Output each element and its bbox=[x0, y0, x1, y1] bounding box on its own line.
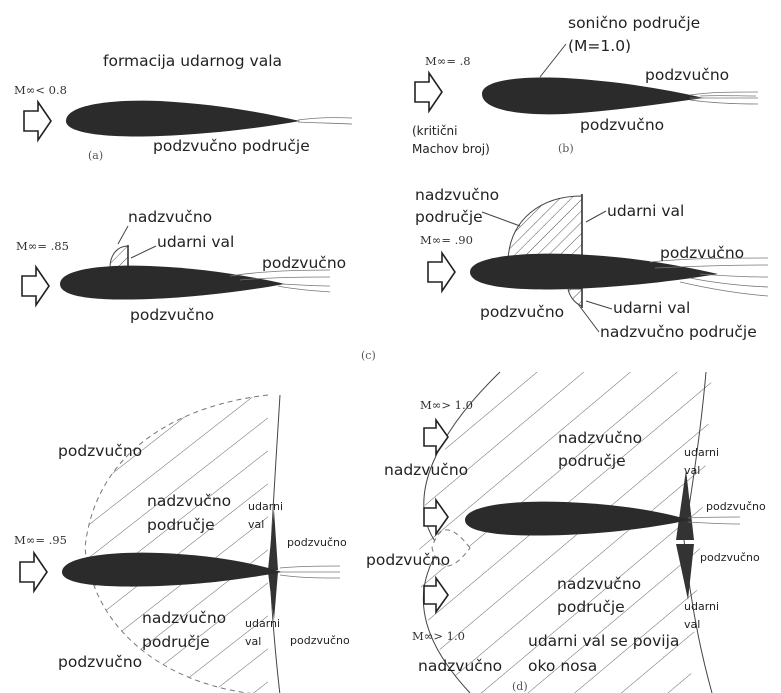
panel-d2: M∞> 1.0 nadzvučno nadzvučno područje uda… bbox=[366, 372, 766, 693]
wake-d1 bbox=[280, 566, 340, 578]
flow-arrow-icon bbox=[20, 553, 47, 591]
panel-a-subsonic-label: podzvučno područje bbox=[153, 137, 310, 155]
panel-a-title: formacija udarnog vala bbox=[103, 52, 282, 70]
panel-d1-shock-bottom-line2: val bbox=[245, 635, 261, 648]
wake-a bbox=[298, 118, 352, 124]
panel-d1: podzvučno nadzvučno područje udarni val … bbox=[14, 395, 350, 693]
panel-d2-shock-top-line1: udarni bbox=[684, 446, 719, 459]
panel-c1-subsonic-below: podzvučno bbox=[130, 306, 214, 324]
panel-d1-shock-top-line1: udarni bbox=[248, 500, 283, 513]
panel-c2-subsonic-right: podzvučno bbox=[660, 244, 744, 262]
panel-c1-supersonic-label: nadzvučno bbox=[128, 208, 212, 226]
panel-d2-shock-bottom-line1: udarni bbox=[684, 600, 719, 613]
panel-c-caption: (c) bbox=[361, 349, 376, 362]
panel-d2-shock-bottom-line2: val bbox=[684, 618, 700, 631]
sonic-pointer-line bbox=[540, 44, 566, 77]
pointer-line bbox=[586, 211, 606, 222]
panel-d2-subsonic-right-top: podzvučno bbox=[706, 500, 766, 513]
panel-b-sonic-label-line1: sonično područje bbox=[568, 14, 700, 32]
panel-c2-mach-label: M∞= .90 bbox=[420, 233, 473, 247]
panel-c1-mach-label: M∞= .85 bbox=[16, 239, 69, 253]
panel-c1: nadzvučno udarni val M∞= .85 podzvučno p… bbox=[16, 208, 346, 324]
supersonic-pocket-c2-bottom bbox=[568, 289, 582, 306]
pointer-line bbox=[131, 246, 156, 258]
panel-c2-shock-bottom-label: udarni val bbox=[613, 299, 690, 317]
panel-d1-subsonic-right-top: podzvučno bbox=[287, 536, 347, 549]
panel-d2-shock-top-line2: val bbox=[684, 464, 700, 477]
panel-d2-supersonic-center-line2: područje bbox=[558, 452, 626, 470]
panel-d2-supersonic-center-line1: nadzvučno bbox=[558, 429, 642, 447]
panel-d-caption: (d) bbox=[512, 680, 528, 693]
flow-arrow-icon bbox=[424, 420, 448, 454]
flow-arrow-icon bbox=[22, 267, 49, 305]
panel-b-subsonic-below: podzvučno bbox=[580, 116, 664, 134]
panel-c2-supersonic-line2: područje bbox=[415, 208, 483, 226]
panel-d2-subsonic-right-bottom: podzvučno bbox=[700, 551, 760, 564]
panel-b-critical-line2: Machov broj) bbox=[412, 142, 490, 156]
panel-c2-supersonic-line1: nadzvučno bbox=[415, 186, 499, 204]
panel-d2-mach-bottom: M∞> 1.0 bbox=[412, 629, 465, 643]
supersonic-pocket-c2-top bbox=[508, 196, 582, 260]
pointer-line bbox=[586, 301, 612, 309]
panel-d2-mach-top: M∞> 1.0 bbox=[420, 398, 473, 412]
supersonic-pocket-c1 bbox=[110, 246, 128, 268]
panel-a: formacija udarnog vala M∞< 0.8 podzvučno… bbox=[14, 52, 352, 162]
panel-d2-bow-shock-label: udarni val se povija bbox=[528, 632, 679, 650]
shock-foot-d1-bottom bbox=[268, 572, 278, 620]
panel-d2-subsonic-left: podzvučno bbox=[366, 551, 450, 569]
panel-c2: nadzvučno područje udarni val M∞= .90 po… bbox=[361, 186, 768, 362]
panel-b-sonic-label-line2: (M=1.0) bbox=[568, 37, 631, 55]
panel-c1-shock-label: udarni val bbox=[157, 233, 234, 251]
airfoil-c1 bbox=[60, 266, 285, 300]
panel-b: sonično područje (M=1.0) M∞= .8 podzvučn… bbox=[412, 14, 758, 156]
panel-d2-bow-shock-label-line2: oko nosa bbox=[528, 657, 597, 675]
panel-d2-supersonic-left-bottom: nadzvučno bbox=[418, 657, 502, 675]
panel-c2-supersonic-bottom: nadzvučno područje bbox=[600, 323, 757, 341]
panel-c1-subsonic-right: podzvučno bbox=[262, 254, 346, 272]
flow-arrow-icon bbox=[415, 73, 442, 111]
pointer-line bbox=[578, 304, 599, 332]
panel-b-mach-label: M∞= .8 bbox=[425, 54, 471, 68]
panel-d1-supersonic-bottom-line1: nadzvučno bbox=[142, 609, 226, 627]
panel-b-caption: (b) bbox=[558, 142, 574, 155]
flow-arrow-icon bbox=[428, 253, 455, 291]
panel-a-caption: (a) bbox=[88, 149, 103, 162]
panel-d1-supersonic-bottom-line2: područje bbox=[142, 633, 210, 651]
panel-d1-shock-top-line2: val bbox=[248, 518, 264, 531]
panel-d1-subsonic-right-bottom: podzvučno bbox=[290, 634, 350, 647]
panel-d2-supersonic-left-top: nadzvučno bbox=[384, 461, 468, 479]
panel-d1-mach-label: M∞= .95 bbox=[14, 533, 67, 547]
panel-d1-supersonic-top-line2: područje bbox=[147, 516, 215, 534]
flow-arrow-icon bbox=[24, 102, 51, 140]
panel-d1-supersonic-top-line1: nadzvučno bbox=[147, 492, 231, 510]
panel-d2-supersonic-bottom-line1: nadzvučno bbox=[557, 575, 641, 593]
panel-c2-subsonic-below: podzvučno bbox=[480, 303, 564, 321]
panel-d1-subsonic-bottom: podzvučno bbox=[58, 653, 142, 671]
panel-b-subsonic-right: podzvučno bbox=[645, 66, 729, 84]
panel-d1-subsonic-top: podzvučno bbox=[58, 442, 142, 460]
panel-b-critical-line1: (kritični bbox=[412, 124, 457, 138]
panel-c2-shock-top-label: udarni val bbox=[607, 202, 684, 220]
panel-a-mach-label: M∞< 0.8 bbox=[14, 83, 67, 97]
panel-d1-shock-bottom-line1: udarni bbox=[245, 617, 280, 630]
pointer-line bbox=[482, 212, 520, 226]
airfoil-a bbox=[66, 101, 300, 137]
wake-b bbox=[690, 92, 758, 104]
panel-d2-supersonic-bottom-line2: područje bbox=[557, 598, 625, 616]
pointer-line bbox=[118, 226, 128, 244]
